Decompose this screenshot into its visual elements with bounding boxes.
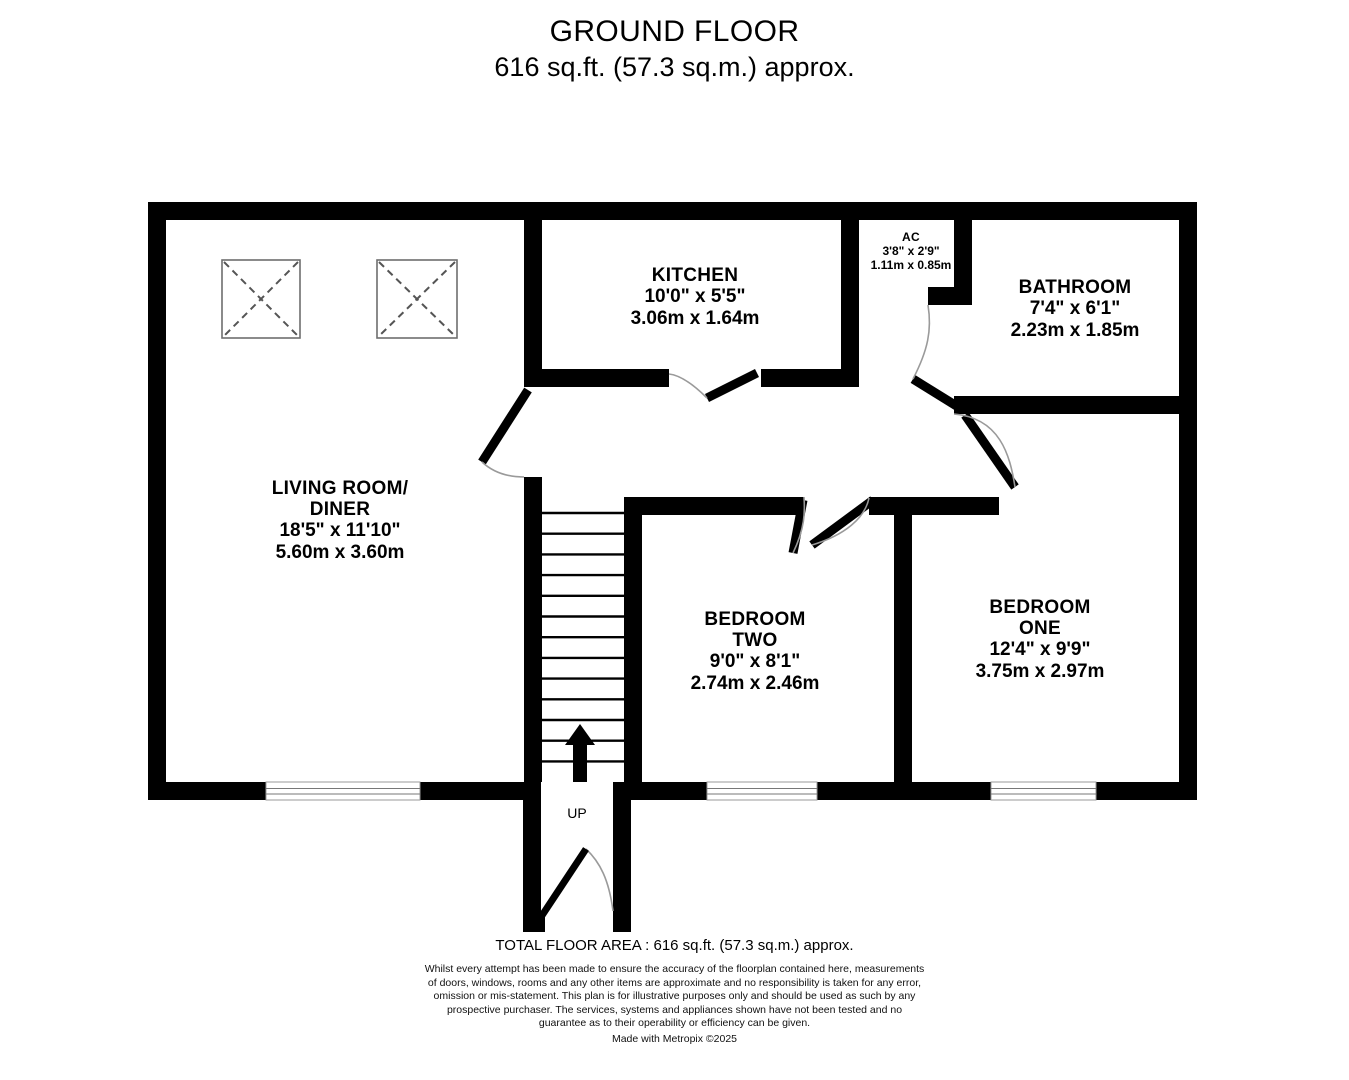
wall-living-kitchen-vertical bbox=[524, 211, 542, 386]
wall-outer-bottom-seg5 bbox=[1096, 782, 1197, 800]
room-name-line2: ONE bbox=[1018, 618, 1062, 639]
wall-kitchen-right-vertical bbox=[841, 211, 859, 387]
room-dimensions-metric: 3.75m x 2.97m bbox=[975, 661, 1105, 682]
total-floor-area: TOTAL FLOOR AREA : 616 sq.ft. (57.3 sq.m… bbox=[495, 937, 854, 954]
room-dimensions-metric: 2.23m x 1.85m bbox=[1010, 320, 1140, 341]
room-dimensions-imperial: 9'0" x 8'1" bbox=[709, 651, 801, 672]
door-leaf-entrance bbox=[538, 847, 589, 919]
wall-vestibule-left bbox=[523, 782, 541, 932]
wall-ac-bottom-lip bbox=[928, 287, 972, 305]
door-arc-kitchen bbox=[668, 373, 708, 399]
window-bedroom-one bbox=[990, 781, 1097, 801]
room-dimensions-imperial: 7'4" x 6'1" bbox=[1029, 298, 1121, 319]
room-dimensions-imperial: 18'5" x 11'10" bbox=[279, 520, 401, 541]
wall-group bbox=[148, 202, 1197, 932]
wall-outer-bottom-seg2 bbox=[420, 782, 523, 800]
disclaimer-text: Whilst every attempt has been made to en… bbox=[424, 963, 925, 1029]
wall-living-lower-vertical bbox=[524, 477, 542, 782]
room-name-line1: BATHROOM bbox=[1018, 277, 1132, 298]
door-arc-bedroom-one bbox=[811, 497, 870, 546]
room-dimensions-metric: 3.06m x 1.64m bbox=[630, 308, 760, 329]
room-name-line2: TWO bbox=[732, 630, 778, 651]
symbol-group bbox=[221, 259, 458, 339]
wall-angled-s-mid bbox=[809, 496, 876, 549]
room-name-line1: AC bbox=[902, 230, 920, 244]
room-dimensions-imperial: 12'4" x 9'9" bbox=[989, 639, 1091, 660]
room-label-bedroom-two: BEDROOM TWO 9'0" x 8'1" 2.74m x 2.46m bbox=[605, 609, 905, 695]
wall-outer-bottom-seg3 bbox=[631, 782, 707, 800]
room-name-line1: LIVING ROOM/ bbox=[271, 478, 409, 499]
wall-angled-sw-bed2 bbox=[788, 499, 808, 554]
plan-title-block: GROUND FLOOR 616 sq.ft. (57.3 sq.m.) app… bbox=[0, 14, 1349, 84]
window-group bbox=[265, 781, 1097, 801]
room-name-line1: BEDROOM bbox=[989, 597, 1091, 618]
room-label-living-room-diner: LIVING ROOM/ DINER 18'5" x 11'10" 5.60m … bbox=[190, 478, 490, 564]
door-arc-entrance bbox=[585, 848, 614, 912]
room-name-line2: DINER bbox=[309, 499, 371, 520]
wall-kitchen-bottom-right bbox=[761, 369, 841, 387]
wall-outer-bottom-seg1 bbox=[148, 782, 266, 800]
room-label-kitchen: KITCHEN 10'0" x 5'5" 3.06m x 1.64m bbox=[545, 265, 845, 330]
wall-bedroom-one-top bbox=[869, 497, 999, 515]
wall-outer-top bbox=[148, 202, 1197, 220]
stair-direction-label: UP bbox=[567, 805, 587, 821]
door-arc-ac bbox=[912, 304, 931, 380]
window-bedroom-two bbox=[706, 781, 818, 801]
wall-angled-ne-hall bbox=[910, 375, 966, 414]
hallway-angled-walls bbox=[478, 368, 1019, 554]
room-name-line1: KITCHEN bbox=[651, 265, 739, 286]
door-swing-arcs bbox=[481, 304, 1016, 912]
wall-bedroom-two-left bbox=[624, 497, 642, 782]
room-dimensions-metric: 5.60m x 3.60m bbox=[275, 542, 405, 563]
door-leaves bbox=[538, 847, 589, 919]
wall-angled-ne-kitchen bbox=[704, 368, 760, 403]
room-label-ac: AC 3'8" x 2'9" 1.11m x 0.85m bbox=[805, 230, 1017, 273]
page-title: GROUND FLOOR bbox=[549, 15, 800, 48]
staircase bbox=[542, 511, 624, 782]
made-with-credit: Made with Metropix ©2025 bbox=[611, 1032, 738, 1045]
footer-block: TOTAL FLOOR AREA : 616 sq.ft. (57.3 sq.m… bbox=[0, 936, 1349, 1046]
wall-vestibule-right bbox=[613, 782, 631, 932]
wall-outer-left bbox=[148, 202, 166, 800]
door-arc-bedroom-two bbox=[792, 496, 806, 554]
door-arc-living bbox=[481, 461, 525, 478]
wall-outer-right bbox=[1179, 202, 1197, 800]
room-dimensions-imperial: 3'8" x 2'9" bbox=[882, 244, 940, 258]
wall-bedroom-one-left bbox=[894, 497, 912, 782]
page-title-area: 616 sq.ft. (57.3 sq.m.) approx. bbox=[494, 52, 855, 82]
roof-light-symbol-right bbox=[376, 259, 458, 339]
wall-bedroom-two-top bbox=[624, 497, 804, 515]
wall-angled-se bbox=[961, 412, 1019, 490]
room-dimensions-metric: 2.74m x 2.46m bbox=[690, 673, 820, 694]
stair-up-arrow-icon bbox=[565, 724, 595, 782]
wall-bathroom-bottom bbox=[954, 396, 1197, 414]
wall-kitchen-bottom-left bbox=[524, 369, 669, 387]
room-dimensions-imperial: 10'0" x 5'5" bbox=[644, 286, 746, 307]
door-arc-bathroom bbox=[953, 413, 1016, 488]
room-label-bathroom: BATHROOM 7'4" x 6'1" 2.23m x 1.85m bbox=[925, 277, 1225, 342]
wall-outer-bottom-seg4 bbox=[817, 782, 991, 800]
room-label-bedroom-one: BEDROOM ONE 12'4" x 9'9" 3.75m x 2.97m bbox=[890, 597, 1190, 683]
window-living-room bbox=[265, 781, 421, 801]
room-name-line1: BEDROOM bbox=[704, 609, 806, 630]
wall-ac-right-vertical bbox=[954, 211, 972, 294]
wall-angled-nw bbox=[478, 387, 532, 465]
room-dimensions-metric: 1.11m x 0.85m bbox=[870, 258, 952, 272]
roof-light-symbol-left bbox=[221, 259, 301, 339]
wall-vestibule-threshold bbox=[523, 914, 545, 932]
